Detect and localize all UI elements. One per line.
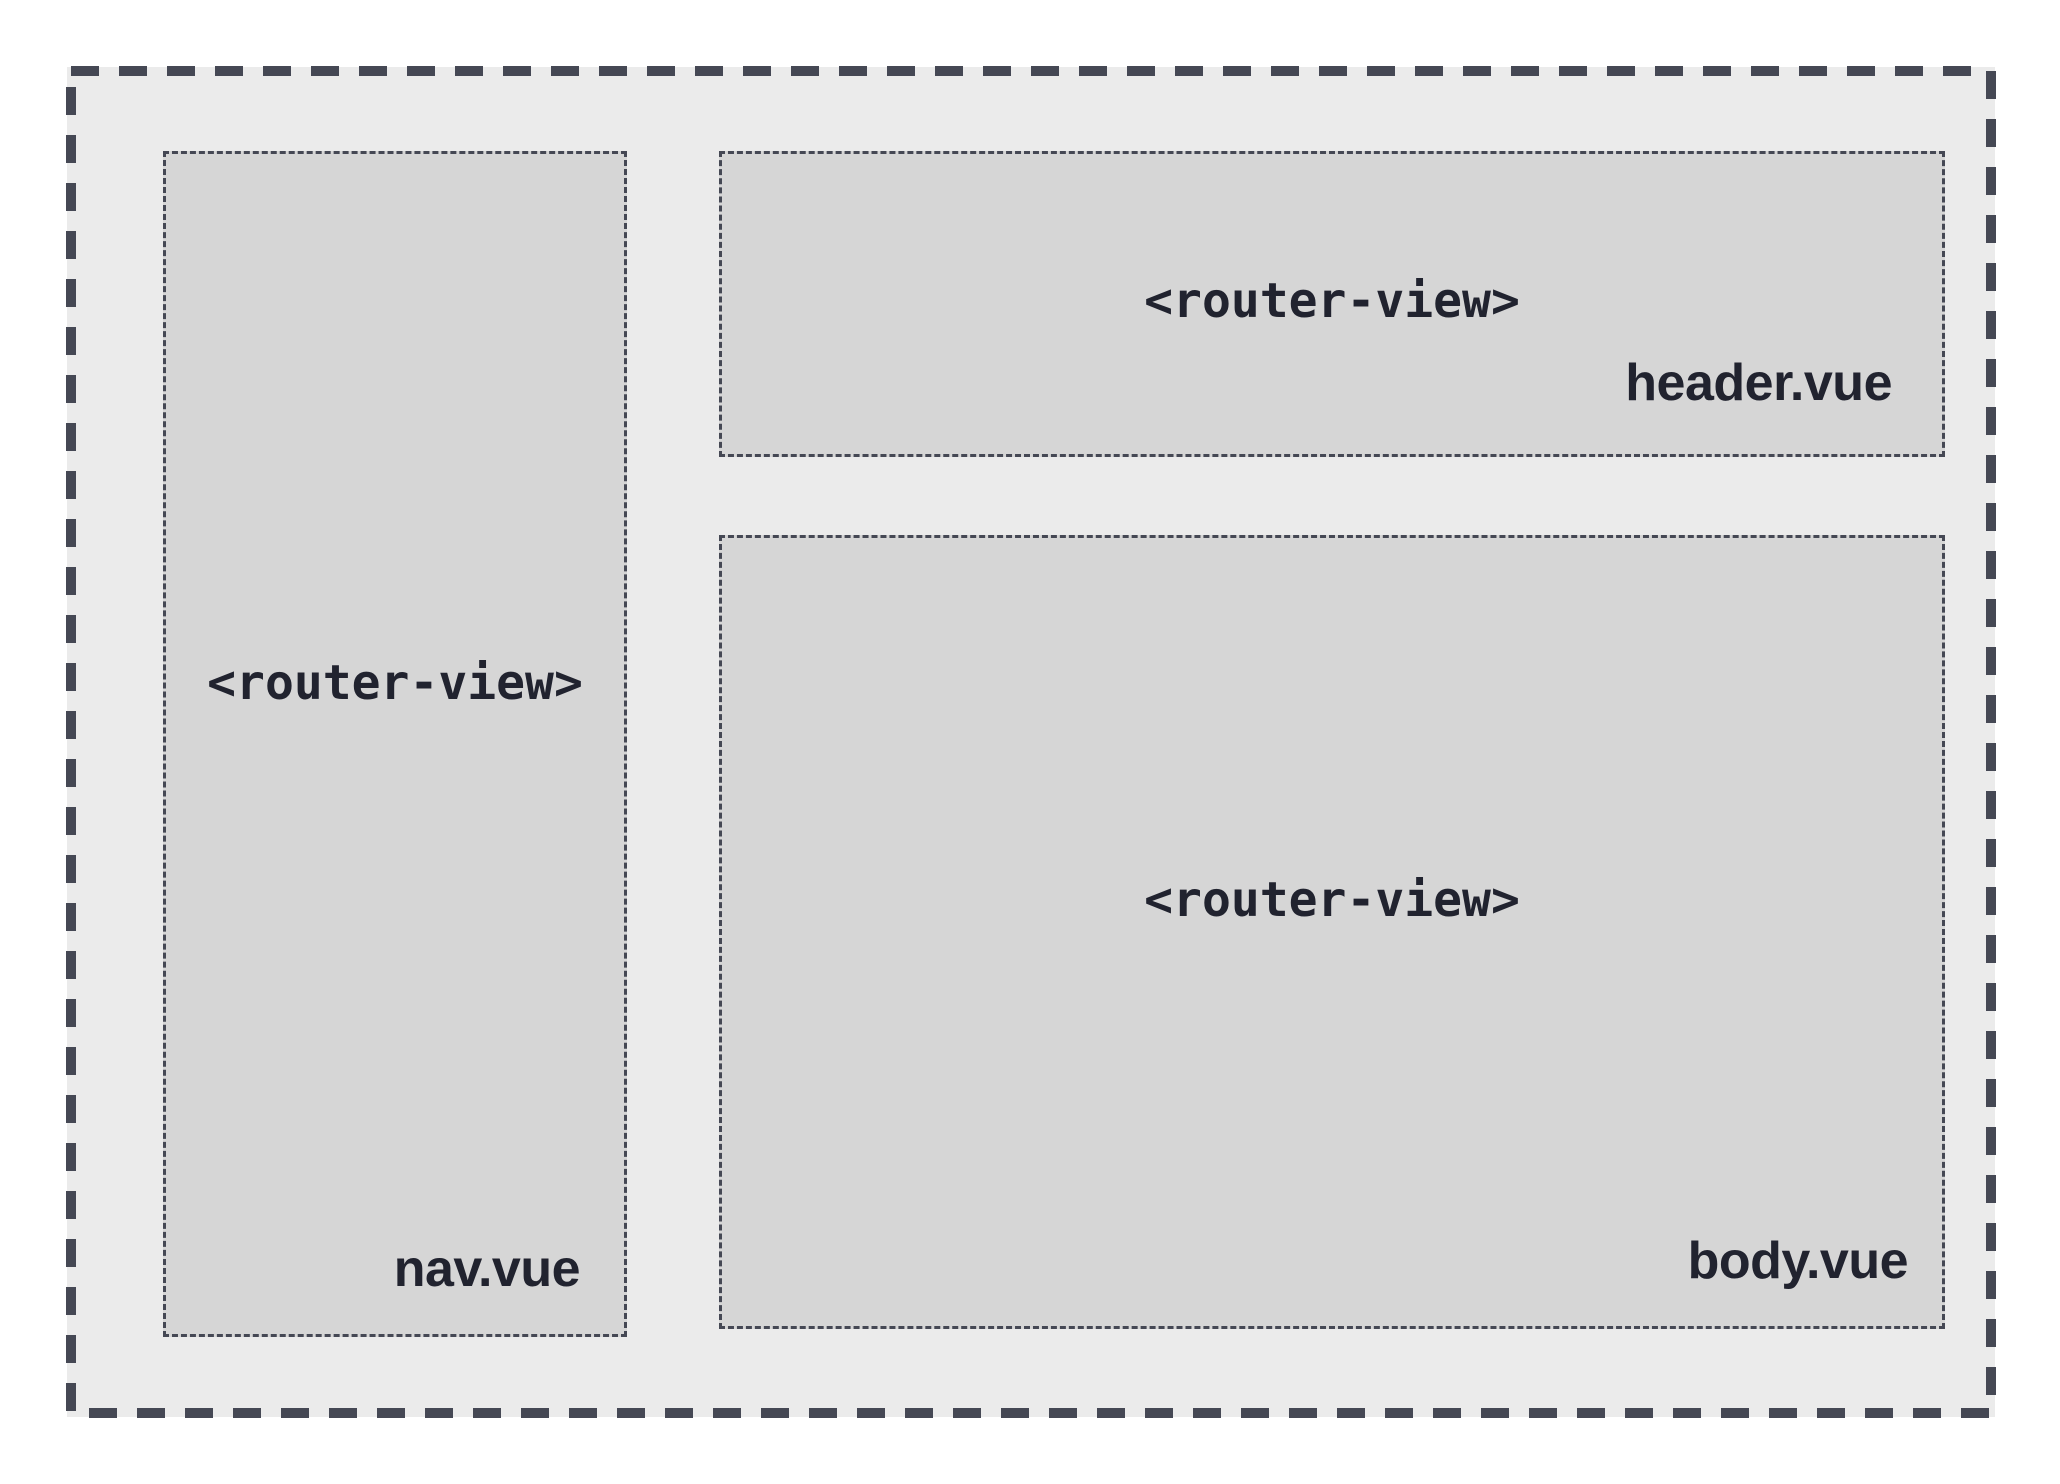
nav-file-label: nav.vue bbox=[393, 1240, 581, 1298]
body-file-label: body.vue bbox=[1687, 1232, 1909, 1290]
nav-router-view-label: <router-view> bbox=[207, 655, 583, 711]
header-file-label: header.vue bbox=[1625, 354, 1892, 412]
header-region: <router-view> header.vue bbox=[719, 151, 1945, 457]
nav-region: <router-view> nav.vue bbox=[163, 151, 627, 1337]
body-router-view-label: <router-view> bbox=[1144, 872, 1520, 928]
body-region: <router-view> body.vue bbox=[719, 535, 1945, 1329]
app-layout-dashed-border bbox=[66, 66, 1996, 1418]
header-router-view-label: <router-view> bbox=[1144, 273, 1520, 329]
app-layout-frame: <router-view> nav.vue <router-view> head… bbox=[66, 66, 1996, 1418]
